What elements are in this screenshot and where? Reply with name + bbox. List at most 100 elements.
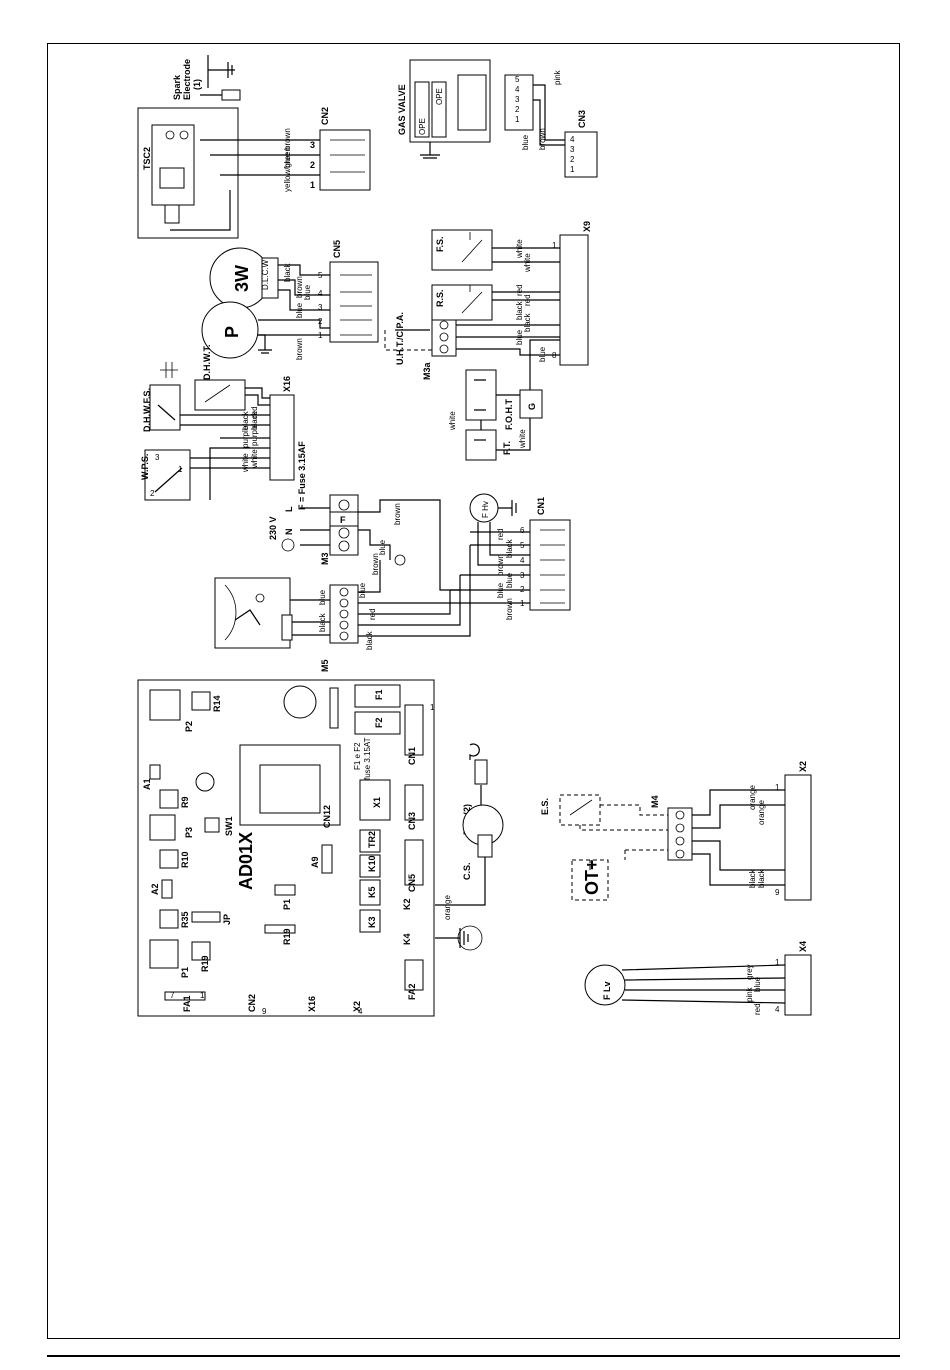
m5-wire-black-1: black: [365, 630, 374, 650]
cs-plug: [477, 834, 493, 858]
r10: [159, 849, 179, 869]
cn1-wire-5: black: [505, 538, 514, 558]
gas-valve-terminal: [457, 74, 487, 131]
es-symbol: [569, 799, 593, 816]
p3-pot: [149, 814, 176, 841]
cs-label: C.S.: [462, 862, 472, 880]
cn2-board-label: FA2: [407, 983, 417, 1000]
x4-body: [784, 954, 812, 1016]
tsc2-label: TSC2: [142, 147, 152, 170]
pin-7: 7: [170, 991, 175, 1000]
jp-jumper: [191, 911, 221, 923]
a1-label: A1: [142, 778, 152, 790]
m5-screw-4: [339, 620, 349, 630]
p3-label: P3: [184, 827, 194, 838]
ot-label: OT+: [582, 859, 602, 895]
fuse-holder: [329, 511, 359, 527]
three-way-terminal: [261, 257, 279, 299]
cn1-wire-3: blue: [505, 572, 514, 588]
flv-fan: [584, 964, 626, 1006]
cn5-pin-4: 4: [318, 289, 323, 298]
fa1-ground: [435, 928, 469, 948]
k2-relay: [359, 879, 381, 906]
cn1-pin-lines: [540, 529, 565, 604]
x16-group: D.H.W.F.S. D.H.W.T. W.P.S. 1 2 3 X16 whi…: [140, 345, 307, 511]
cn3-wire-brown: brown: [538, 128, 547, 150]
tsc2-plug: [164, 204, 180, 224]
r14: [191, 691, 211, 711]
gas-valve-ope2-label: OPE: [435, 88, 444, 105]
gv-wires: [533, 84, 575, 146]
m5-wire-blue-2: blue: [358, 582, 367, 598]
r10-label: R10: [180, 851, 190, 868]
f2-label: F2: [374, 717, 384, 728]
cn2-header: [404, 959, 424, 991]
x9-wire-8: blue: [538, 346, 547, 362]
fhv-wires: [477, 522, 530, 566]
gas-valve-label: GAS VALVE: [397, 84, 407, 135]
x4-pin-1: 1: [775, 958, 780, 967]
m3a-terminal: [431, 317, 457, 357]
cn1-header: [404, 704, 424, 756]
x4-wire-grey: grey: [745, 964, 754, 980]
spark-cap: [221, 89, 241, 101]
dhwfs-switch: [149, 384, 181, 431]
white-label-1: white: [448, 411, 457, 431]
x16-wire-1: white: [241, 453, 250, 473]
m5-out-wires: [358, 545, 471, 637]
cn5-wire-2: blue: [295, 302, 304, 318]
pump-circle: [201, 301, 259, 359]
x16-wire-7: red: [250, 406, 259, 418]
cn1-board-label: CN1: [407, 747, 417, 765]
r9-label: R9: [180, 796, 190, 808]
er-hook: [469, 743, 480, 760]
x4-wire-pink: pink: [745, 986, 754, 1002]
x4-wire-blue: blue: [753, 976, 762, 992]
cn1-wire-4: brown: [496, 554, 505, 576]
x2-wire-2: orange: [757, 800, 766, 825]
cn3-board-label: CN3: [407, 812, 417, 830]
gv-pin-2: 2: [515, 105, 520, 114]
x4-group: F Lv X4 1 4 grey blue pink red: [584, 941, 812, 1016]
m5-terminal: [329, 584, 359, 644]
cn2-label: CN2: [320, 107, 330, 125]
x9-body: [559, 234, 589, 366]
m4-label: M4: [650, 795, 660, 808]
x9-pin-8: 8: [552, 351, 557, 360]
fuse-label: F = Fuse 3.15AF: [297, 441, 307, 510]
cn1-body: [529, 519, 571, 611]
x4-label: X4: [798, 941, 808, 952]
cn5-pin-3: 3: [318, 303, 323, 312]
x16-body: [269, 394, 295, 481]
mains-group: 230 V L N F M3 brown blue F Hv: [268, 493, 530, 591]
x9-wire-7: blue: [515, 329, 524, 345]
cn2-wires: [170, 139, 320, 231]
p1-label: P1: [180, 967, 190, 978]
uht-dashed: [384, 330, 432, 351]
tr2-core: [259, 764, 321, 814]
gv-pin-5: 5: [515, 75, 520, 84]
m3a-screw-3: [439, 344, 449, 354]
a1-part: [149, 764, 161, 780]
er-cap: [474, 759, 488, 785]
capacitor: [283, 685, 317, 719]
x2-wire-1: orange: [748, 785, 757, 810]
cn5-wire-3: blue: [303, 284, 312, 300]
x9-wire-3: red: [515, 284, 524, 296]
cn3-body: [564, 131, 598, 178]
r35-label: R35: [180, 911, 190, 928]
x4-pin-4: 4: [775, 1005, 780, 1014]
fuse-note-1: F1 e F2: [353, 742, 362, 770]
gv-wire-pink: pink: [553, 69, 562, 85]
foht-wires: [480, 394, 531, 451]
k3-label: K10: [367, 855, 377, 872]
m5-group: M5 black black red blue blue brown: [214, 545, 471, 672]
flv-label: F Lv: [602, 981, 612, 1000]
x1-part: [321, 844, 333, 874]
m4-terminal: [667, 807, 693, 861]
m4-screw-4: [675, 849, 685, 859]
gv-pin-1: 1: [515, 115, 520, 124]
cn2-wire-blue: blue: [283, 152, 292, 168]
mains-ground: [281, 538, 295, 552]
dlcw-label: D.L.C.W: [261, 259, 270, 290]
